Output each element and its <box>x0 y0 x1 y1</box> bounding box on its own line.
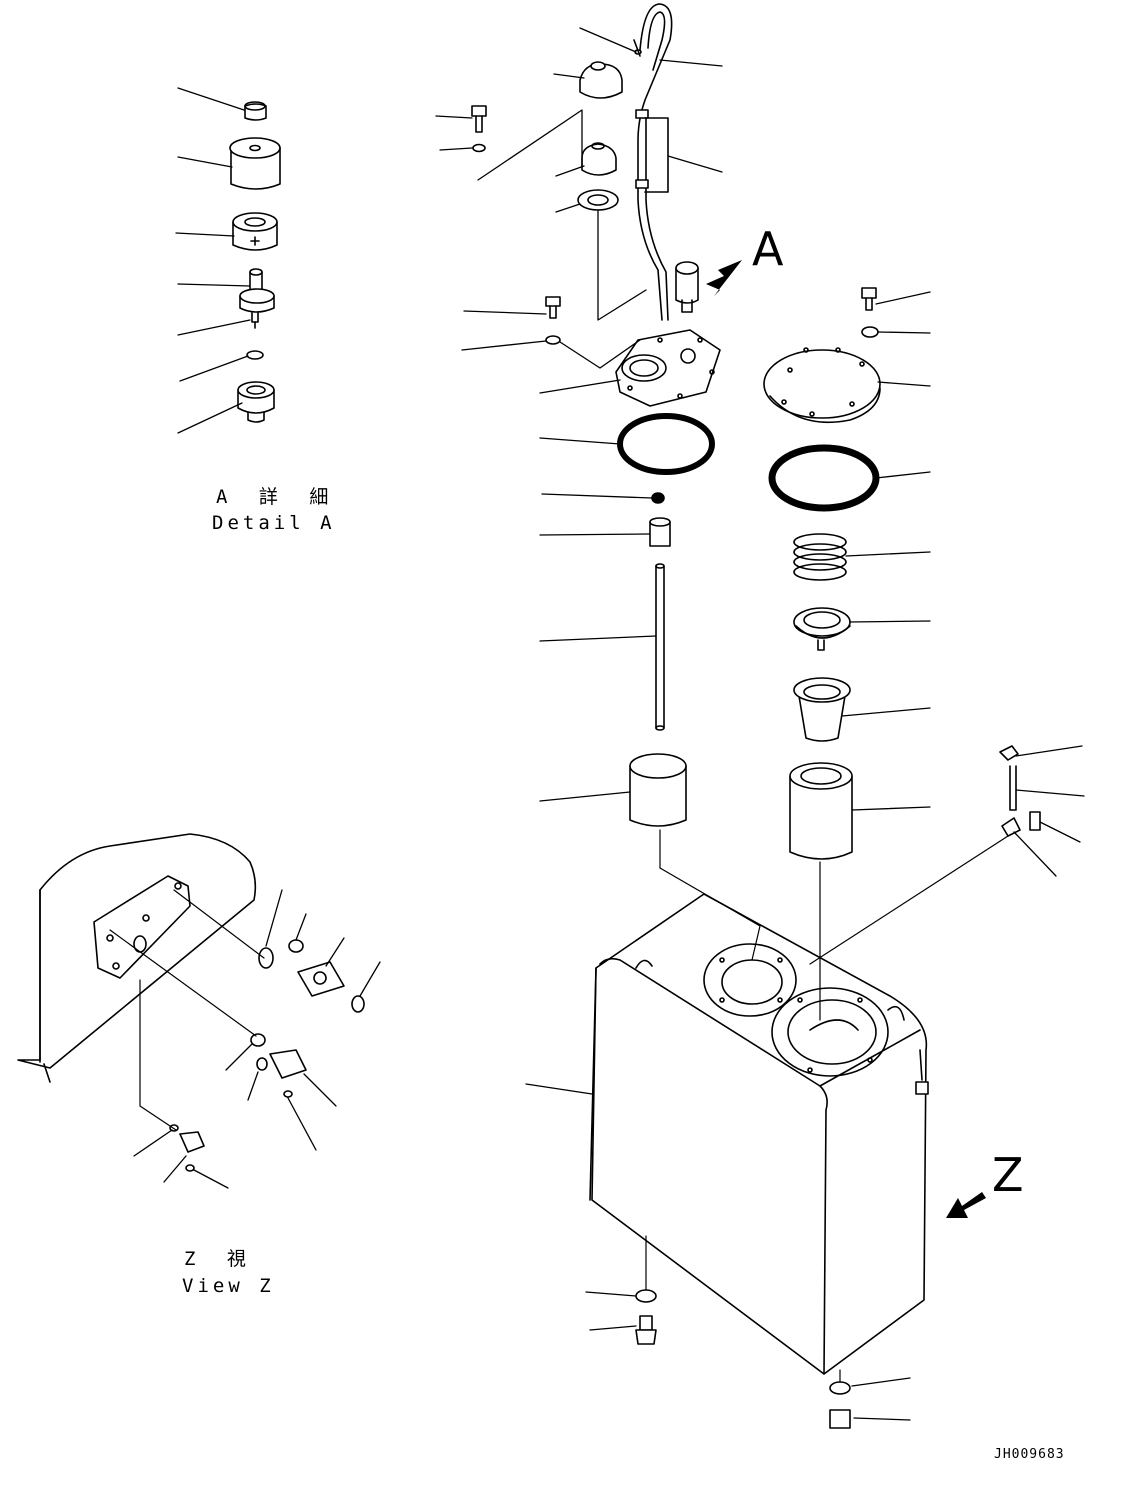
view-z-parts <box>17 833 365 1172</box>
center-leaders <box>435 27 723 802</box>
center-parts <box>471 3 721 827</box>
right-leaders <box>841 291 1085 877</box>
arrow-z <box>946 1192 986 1218</box>
view-z-title-en: View Z <box>182 1275 275 1297</box>
arrow-a <box>706 260 742 296</box>
right-parts <box>763 287 1041 860</box>
hydraulic-tank <box>589 829 1009 1429</box>
view-z-title-jp: Z 視 <box>184 1248 256 1270</box>
detail-a-leaders <box>175 87 251 434</box>
detail-a-title-en: Detail A <box>212 512 336 534</box>
marker-z-label: Z <box>992 1148 1024 1202</box>
view-z-leaders <box>133 889 381 1189</box>
tank-leaders <box>525 1083 911 1421</box>
marker-a-label: A <box>752 222 784 276</box>
detail-a-parts <box>229 101 281 423</box>
drawing-code: JH009683 <box>994 1447 1065 1462</box>
detail-a-title-jp: A 詳 細 <box>216 486 339 508</box>
